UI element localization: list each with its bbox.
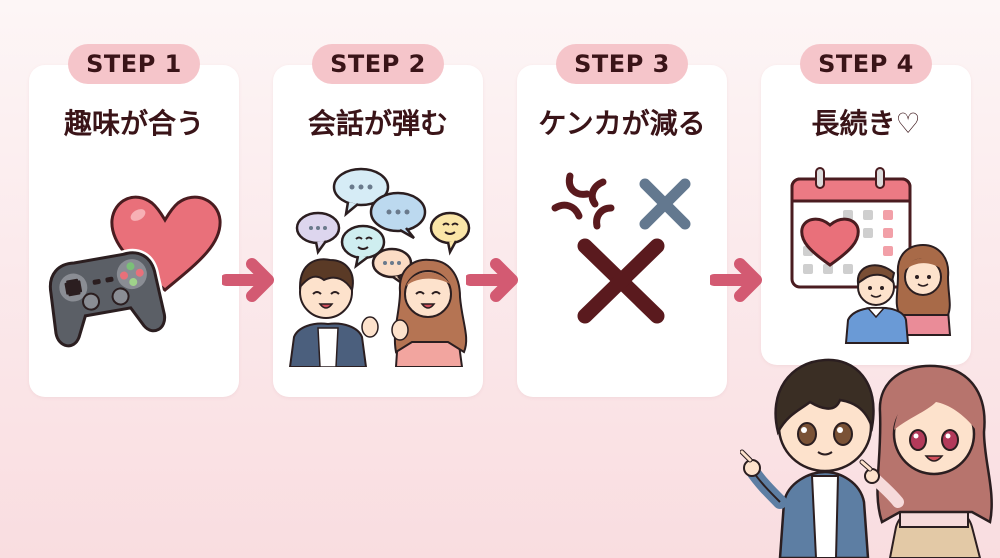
step-4-badge: STEP 4 [800, 44, 932, 84]
step-3-card [517, 65, 727, 397]
game-controller-heart-icon [46, 195, 222, 350]
arrow-right-icon [710, 258, 762, 302]
calendar-heart-couple-icon [790, 167, 952, 344]
anger-cross-icon [551, 172, 691, 324]
arrow-right-icon [222, 258, 274, 302]
step-1-badge: STEP 1 [68, 44, 200, 84]
step-2-title: 会話が弾む [307, 107, 448, 140]
couple-chat-bubbles-icon [288, 167, 471, 367]
step-3-badge: STEP 3 [556, 44, 688, 84]
step-2-badge: STEP 2 [312, 44, 444, 84]
step-4-title: 長続き♡ [811, 107, 921, 140]
step-1-title: 趣味が合う [63, 107, 204, 140]
arrow-right-icon [466, 258, 518, 302]
step-3-title: ケンカが減る [538, 107, 706, 140]
chibi-couple-mascot-icon [740, 358, 993, 558]
